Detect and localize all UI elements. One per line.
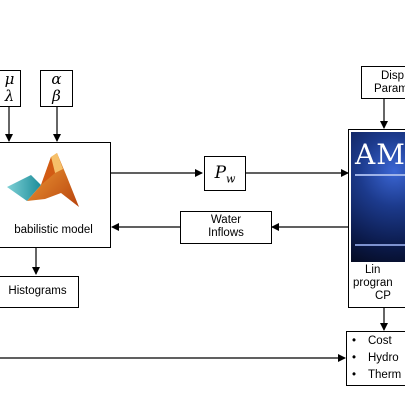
alpha-symbol: α — [51, 70, 62, 88]
pw-main-symbol: P — [214, 163, 227, 183]
dispatch-line2: Param — [374, 83, 405, 95]
dispatch-line1: Disp — [381, 70, 405, 82]
water-inflows-line1: Water — [210, 214, 242, 226]
mu-symbol: μ — [4, 70, 15, 88]
dispatch-parameters-box: Disp Param — [361, 66, 405, 99]
output-item-therm: Therm — [352, 367, 405, 384]
pw-box: Pw — [204, 156, 246, 191]
pw-label: Pw — [205, 157, 245, 195]
histograms-label: Histograms — [8, 285, 67, 297]
beta-symbol: β — [52, 87, 61, 105]
input-box-alpha-beta: α β — [40, 70, 73, 107]
outputs-box: Cost Hydro Therm — [346, 331, 405, 386]
output-item-cost: Cost — [352, 333, 405, 350]
ampl-book-cover: AM — [351, 132, 405, 262]
cover-author-stripe — [355, 244, 405, 246]
ampl-line1: Lin — [365, 264, 381, 276]
water-inflows-box: Water Inflows — [180, 211, 272, 244]
ampl-line3: CP — [375, 290, 391, 302]
pw-subscript: w — [226, 172, 236, 186]
probabilistic-model-box: babilistic model — [0, 142, 111, 248]
cover-subtitle-stripe — [355, 174, 405, 176]
matlab-logo-icon — [7, 153, 79, 207]
output-item-hydro: Hydro — [352, 350, 405, 367]
probabilistic-model-label: babilistic model — [14, 224, 93, 236]
outputs-list: Cost Hydro Therm — [347, 333, 405, 384]
lambda-symbol: λ — [4, 87, 15, 105]
ampl-line2: progran — [353, 277, 393, 289]
ampl-cover-title: AM — [355, 138, 405, 171]
histograms-box: Histograms — [0, 276, 79, 308]
water-inflows-line2: Inflows — [208, 227, 244, 239]
ampl-box: AM Lin progran CP — [348, 129, 405, 308]
input-box-mu-lambda: μ λ — [0, 70, 21, 107]
